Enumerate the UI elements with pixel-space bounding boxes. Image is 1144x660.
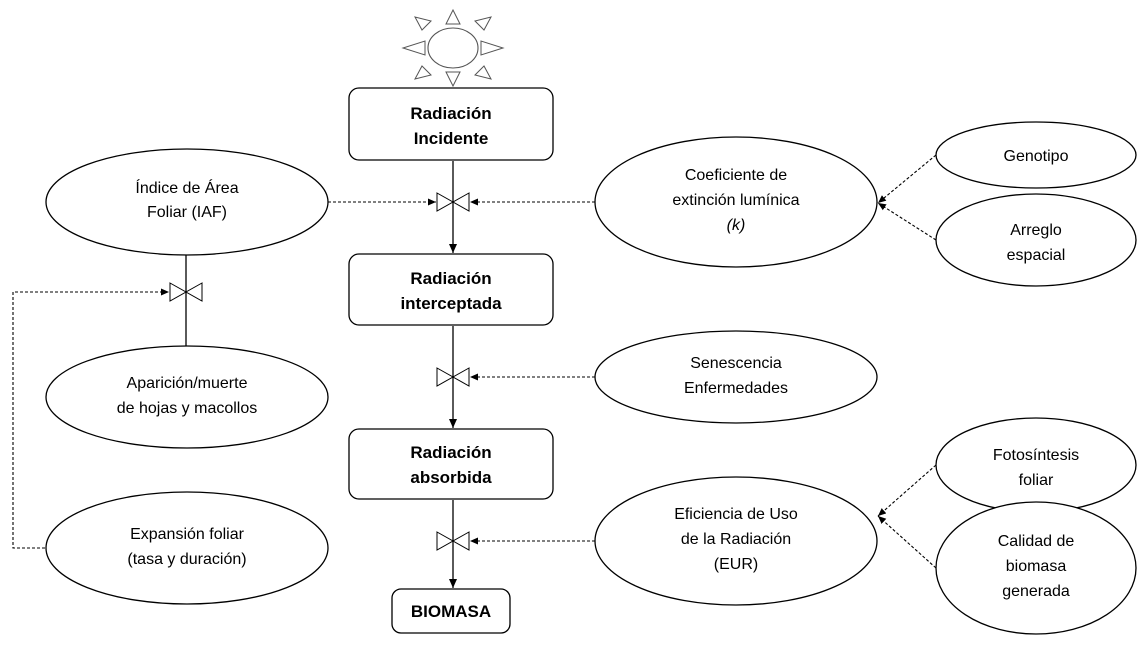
ellipse-arreglo: Arreglo espacial bbox=[935, 193, 1137, 287]
ellipse-label-line: Calidad de bbox=[998, 533, 1075, 550]
ellipse-label-line: (EUR) bbox=[714, 556, 758, 573]
ellipse-label-line: (k) bbox=[727, 217, 746, 234]
valve-icon bbox=[436, 367, 470, 387]
ellipse-label-line: Arreglo bbox=[1010, 222, 1062, 239]
ellipse-aparicion: Aparición/muerte de hojas y macollos bbox=[45, 345, 329, 449]
ellipse-label-line: Fotosíntesis bbox=[993, 447, 1079, 464]
ellipse-label-line: Aparición/muerte bbox=[127, 375, 248, 392]
ellipse-label-line: Eficiencia de Uso bbox=[674, 506, 798, 523]
box-biomasa: BIOMASA bbox=[391, 588, 511, 634]
sun-icon bbox=[401, 8, 505, 88]
box-radiacion-interceptada: Radiación interceptada bbox=[348, 253, 554, 326]
ellipse-label-line: espacial bbox=[1007, 247, 1066, 264]
ellipse-eficiencia: Eficiencia de Uso de la Radiación (EUR) bbox=[594, 476, 878, 606]
ellipse-coeficiente: Coeficiente de extinción lumínica (k) bbox=[594, 136, 878, 268]
valve-icon bbox=[436, 192, 470, 212]
ellipse-label-line: (tasa y duración) bbox=[127, 551, 246, 568]
ellipse-label-line: Enfermedades bbox=[684, 380, 788, 397]
ellipse-label-line: de la Radiación bbox=[681, 531, 791, 548]
ellipse-calidad: Calidad de biomasa generada bbox=[935, 501, 1137, 635]
box-label-line: Radiación bbox=[410, 104, 491, 123]
ellipse-label-line: Índice de Área bbox=[135, 178, 238, 197]
box-radiacion-absorbida: Radiación absorbida bbox=[348, 428, 554, 500]
ellipse-fotosintesis: Fotosíntesis foliar bbox=[935, 417, 1137, 513]
ellipse-label-line: Foliar (IAF) bbox=[147, 204, 227, 221]
ellipse-label-line: biomasa bbox=[1006, 558, 1067, 575]
ellipse-label-line: Genotipo bbox=[1004, 148, 1069, 165]
ellipse-expansion: Expansión foliar (tasa y duración) bbox=[45, 491, 329, 605]
ellipse-label-line: extinción lumínica bbox=[672, 192, 799, 209]
ellipse-label-line: Senescencia bbox=[690, 355, 782, 372]
influence-arrows bbox=[12, 154, 937, 569]
ellipse-genotipo: Genotipo bbox=[935, 121, 1137, 189]
valve-icon bbox=[436, 531, 470, 551]
valve-icon bbox=[169, 282, 203, 302]
box-label-line: absorbida bbox=[410, 468, 492, 487]
box-label-line: BIOMASA bbox=[411, 602, 491, 621]
box-label-line: Radiación bbox=[410, 443, 491, 462]
box-label-line: interceptada bbox=[400, 294, 502, 313]
box-label-line: Incidente bbox=[414, 129, 489, 148]
box-radiacion-incidente: Radiación Incidente bbox=[348, 87, 554, 161]
ellipse-label-line: foliar bbox=[1019, 472, 1054, 489]
main-flow-arrows bbox=[182, 161, 457, 588]
ellipse-label-line: Expansión foliar bbox=[130, 526, 245, 543]
ellipse-label-line: Coeficiente de bbox=[685, 167, 787, 184]
ellipse-iaf: Índice de Área Foliar (IAF) bbox=[45, 148, 329, 256]
ellipse-label-line: generada bbox=[1002, 583, 1070, 600]
box-label-line: Radiación bbox=[410, 269, 491, 288]
ellipse-label-line: de hojas y macollos bbox=[117, 400, 258, 417]
ellipse-senescencia: Senescencia Enfermedades bbox=[594, 330, 878, 424]
